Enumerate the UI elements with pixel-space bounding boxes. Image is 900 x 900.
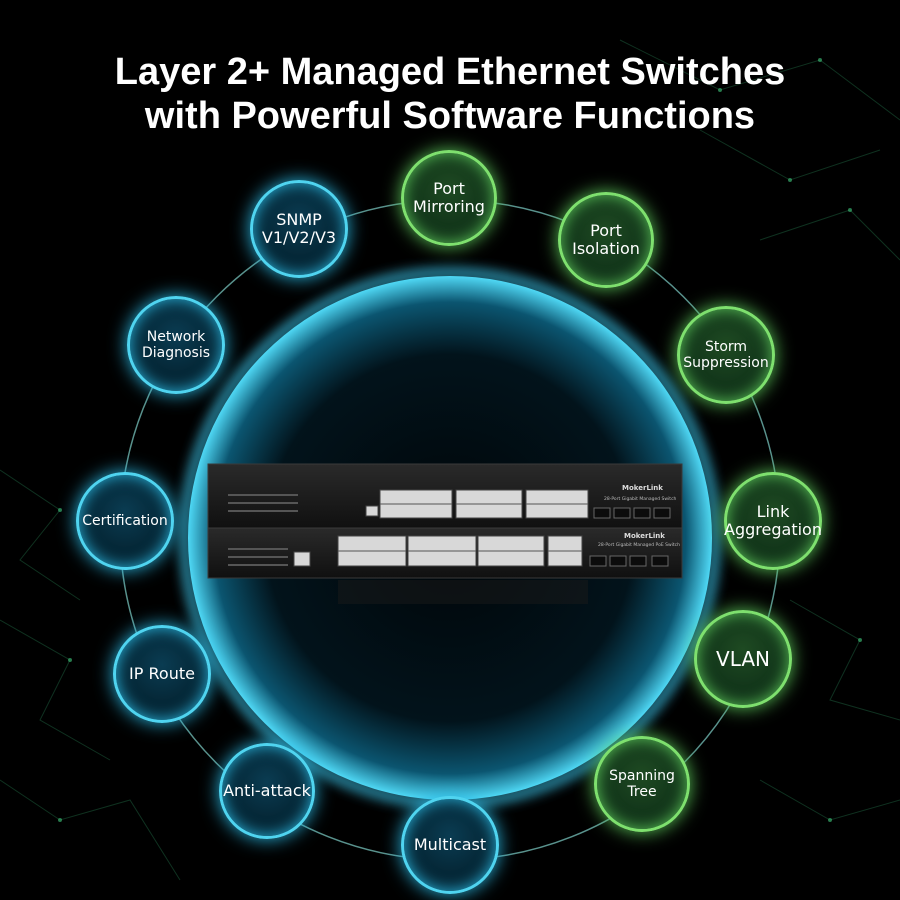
- headline-line-2: with Powerful Software Functions: [144, 95, 756, 137]
- switch-top: [207, 463, 683, 529]
- brand-label-bottom: MokerLink: [624, 532, 665, 540]
- feature-port-isolation: Port Isolation: [558, 192, 654, 288]
- feature-vlan: VLAN: [694, 610, 792, 708]
- feature-certification: Certification: [76, 472, 174, 570]
- headline-line-1: Layer 2+ Managed Ethernet Switches: [114, 51, 786, 93]
- feature-multicast: Multicast: [401, 796, 499, 894]
- network-nodes: [58, 58, 862, 822]
- network-mesh: [0, 39, 900, 881]
- feature-anti-attack: Anti-attack: [219, 743, 315, 839]
- feature-snmp: SNMP V1/V2/V3: [250, 180, 348, 278]
- feature-port-mirroring: Port Mirroring: [401, 150, 497, 246]
- switch-top-leds: [228, 494, 298, 512]
- feature-ip-route: IP Route: [113, 625, 211, 723]
- feature-network-diagnosis: Network Diagnosis: [127, 296, 225, 394]
- feature-link-aggregation: Link Aggregation: [724, 472, 822, 570]
- brand-label-top: MokerLink: [622, 484, 663, 492]
- switch-top-sfp-ports: [593, 507, 671, 519]
- feature-spanning-tree: Spanning Tree: [594, 736, 690, 832]
- model-label-bottom: 28-Port Gigabit Managed PoE Switch: [598, 542, 680, 548]
- switch-bottom: [207, 527, 683, 604]
- feature-storm-suppression: Storm Suppression: [677, 306, 775, 404]
- model-label-top: 28-Port Gigabit Managed Switch: [604, 496, 677, 502]
